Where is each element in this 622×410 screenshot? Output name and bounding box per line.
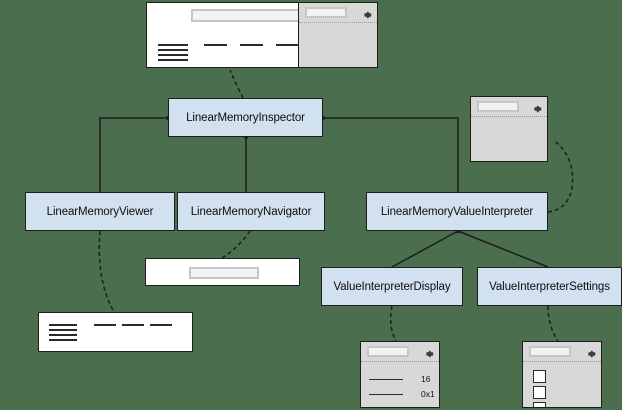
address-line	[158, 44, 188, 46]
edge-display-mockup	[389, 305, 397, 342]
byte-group	[94, 324, 116, 326]
byte-group	[276, 44, 299, 46]
value-row: 0x1	[369, 389, 435, 399]
settings-checkbox[interactable]	[533, 386, 546, 399]
value-type-line	[369, 378, 403, 380]
address-line	[158, 59, 188, 61]
mockup-body	[471, 117, 547, 161]
address-input-field[interactable]	[189, 267, 259, 279]
mockup-body: 16 0x1	[361, 362, 439, 407]
node-label: LinearMemoryValueInterpreter	[380, 205, 534, 218]
mockup-value-interpreter-settings	[522, 341, 602, 408]
edge-inspector-mockup	[229, 69, 244, 99]
edge-interpreter-settings	[457, 230, 549, 268]
mockup-toolbar	[471, 97, 547, 117]
value-row: 16	[369, 374, 430, 384]
gear-icon[interactable]	[531, 101, 542, 112]
byte-group	[240, 44, 263, 46]
byte-group	[204, 44, 227, 46]
settings-checkbox[interactable]	[533, 370, 546, 383]
edge-settings-mockup	[547, 305, 559, 342]
mockup-value-interpreter-display: 16 0x1	[360, 341, 440, 408]
mockup-toolbar	[361, 342, 439, 362]
address-line	[49, 329, 77, 331]
node-linear-memory-navigator[interactable]: LinearMemoryNavigator	[177, 192, 325, 231]
address-line	[158, 54, 188, 56]
address-line	[49, 334, 77, 336]
node-label: LinearMemoryNavigator	[190, 205, 312, 218]
node-label: ValueInterpreterDisplay	[333, 280, 451, 293]
node-linear-memory-inspector[interactable]: LinearMemoryInspector	[168, 98, 323, 137]
node-value-interpreter-display[interactable]: ValueInterpreterDisplay	[321, 267, 463, 306]
value-text: 16	[421, 374, 431, 384]
mockup-navigator	[145, 258, 300, 286]
settings-checkbox[interactable]	[533, 402, 546, 407]
edge-interpreter-display	[391, 230, 459, 268]
mockup-value-interpreter	[470, 96, 548, 162]
byte-group	[150, 324, 172, 326]
mockup-inspector	[146, 2, 378, 68]
edge-viewer-mockup	[98, 230, 115, 313]
edge-navigator-mockup	[221, 230, 251, 259]
address-input-field[interactable]	[191, 9, 307, 22]
toolbar-input[interactable]	[477, 101, 519, 112]
gear-icon[interactable]	[585, 346, 596, 357]
toolbar-input[interactable]	[367, 346, 409, 357]
address-line	[49, 324, 77, 326]
mockup-viewer	[38, 312, 193, 352]
toolbar-input[interactable]	[305, 7, 347, 18]
node-linear-memory-value-interpreter[interactable]: LinearMemoryValueInterpreter	[366, 192, 548, 231]
gear-icon[interactable]	[423, 346, 434, 357]
address-line	[158, 49, 188, 51]
value-text: 0x1	[421, 389, 435, 399]
node-label: ValueInterpreterSettings	[489, 280, 610, 293]
byte-group	[122, 324, 144, 326]
node-label: LinearMemoryViewer	[46, 205, 154, 218]
value-type-line	[369, 393, 403, 395]
mockup-body	[299, 23, 377, 67]
mockup-toolbar	[299, 3, 377, 23]
mockup-body	[523, 362, 601, 407]
node-value-interpreter-settings[interactable]: ValueInterpreterSettings	[477, 267, 622, 306]
edge-interpreter-mockup	[547, 139, 574, 213]
address-line	[49, 339, 77, 341]
gear-icon[interactable]	[361, 7, 372, 18]
edge-inspector-viewer	[99, 117, 168, 192]
node-linear-memory-viewer[interactable]: LinearMemoryViewer	[25, 192, 175, 231]
edge-inspector-interpreter	[323, 117, 459, 192]
mockup-toolbar	[523, 342, 601, 362]
toolbar-input[interactable]	[529, 346, 571, 357]
node-label: LinearMemoryInspector	[186, 111, 305, 124]
